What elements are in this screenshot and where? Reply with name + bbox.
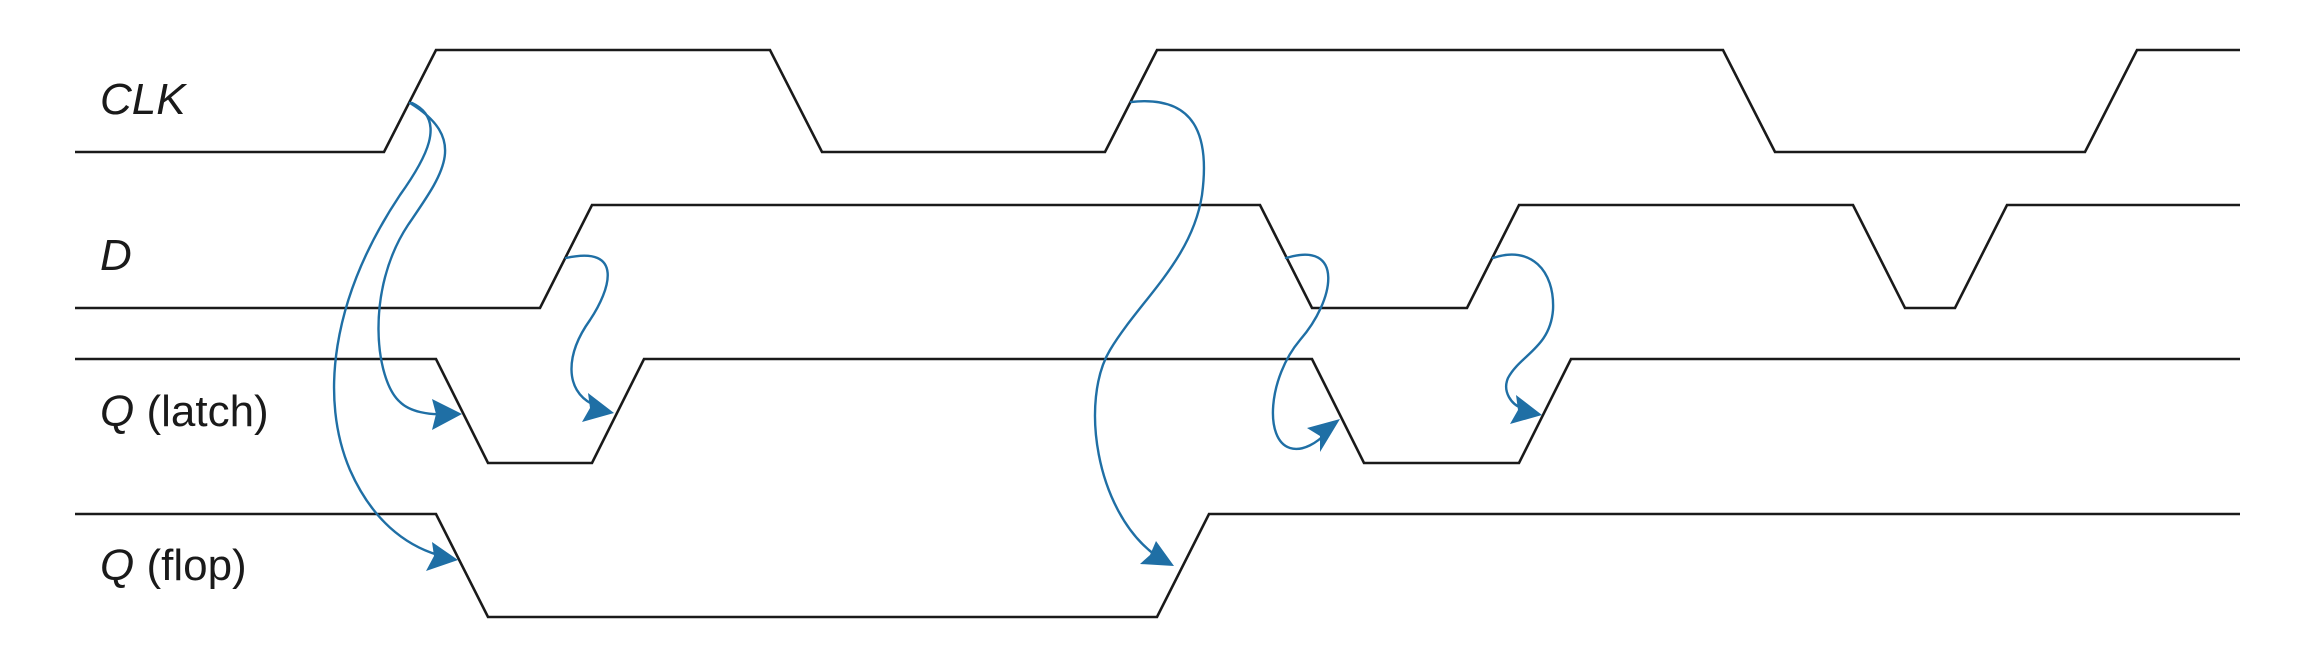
- waveform-q-latch: [75, 357, 2240, 465]
- arrow-d-to-qlatch-2: [1271, 253, 1330, 451]
- waveform-d: [75, 203, 2240, 310]
- arrow-clk-to-qflop: [332, 101, 440, 557]
- arrowhead-d-to-qlatch-3: [1510, 395, 1542, 424]
- arrowhead-d-to-qlatch-1: [582, 393, 614, 422]
- label-q-flop-qualifier: (flop): [134, 541, 246, 590]
- label-q-latch: Q (latch): [100, 387, 269, 436]
- arrow-clk-to-qlatch: [377, 101, 447, 416]
- label-q-flop: Q (flop): [100, 541, 247, 590]
- arrowhead-clk-to-qflop: [426, 542, 458, 571]
- arrow-clk-to-qflop-2: [1093, 100, 1206, 557]
- arrow-d-to-qlatch-3: [1491, 253, 1555, 410]
- waveform-q-flop: [75, 512, 2240, 619]
- label-d: D: [100, 231, 132, 280]
- label-q-latch-symbol: Q: [100, 387, 134, 436]
- arrowhead-clk-to-qflop-2: [1140, 541, 1174, 566]
- arrowhead-d-to-qlatch-2: [1307, 419, 1340, 452]
- arrow-d-to-qlatch-1: [564, 254, 609, 406]
- arrowhead-clk-to-qlatch: [432, 399, 462, 430]
- label-d-symbol: D: [100, 231, 132, 280]
- label-clk: CLK: [100, 75, 187, 124]
- label-q-flop-symbol: Q: [100, 541, 134, 590]
- label-clk-symbol: CLK: [100, 75, 187, 124]
- label-q-latch-qualifier: (latch): [134, 387, 268, 436]
